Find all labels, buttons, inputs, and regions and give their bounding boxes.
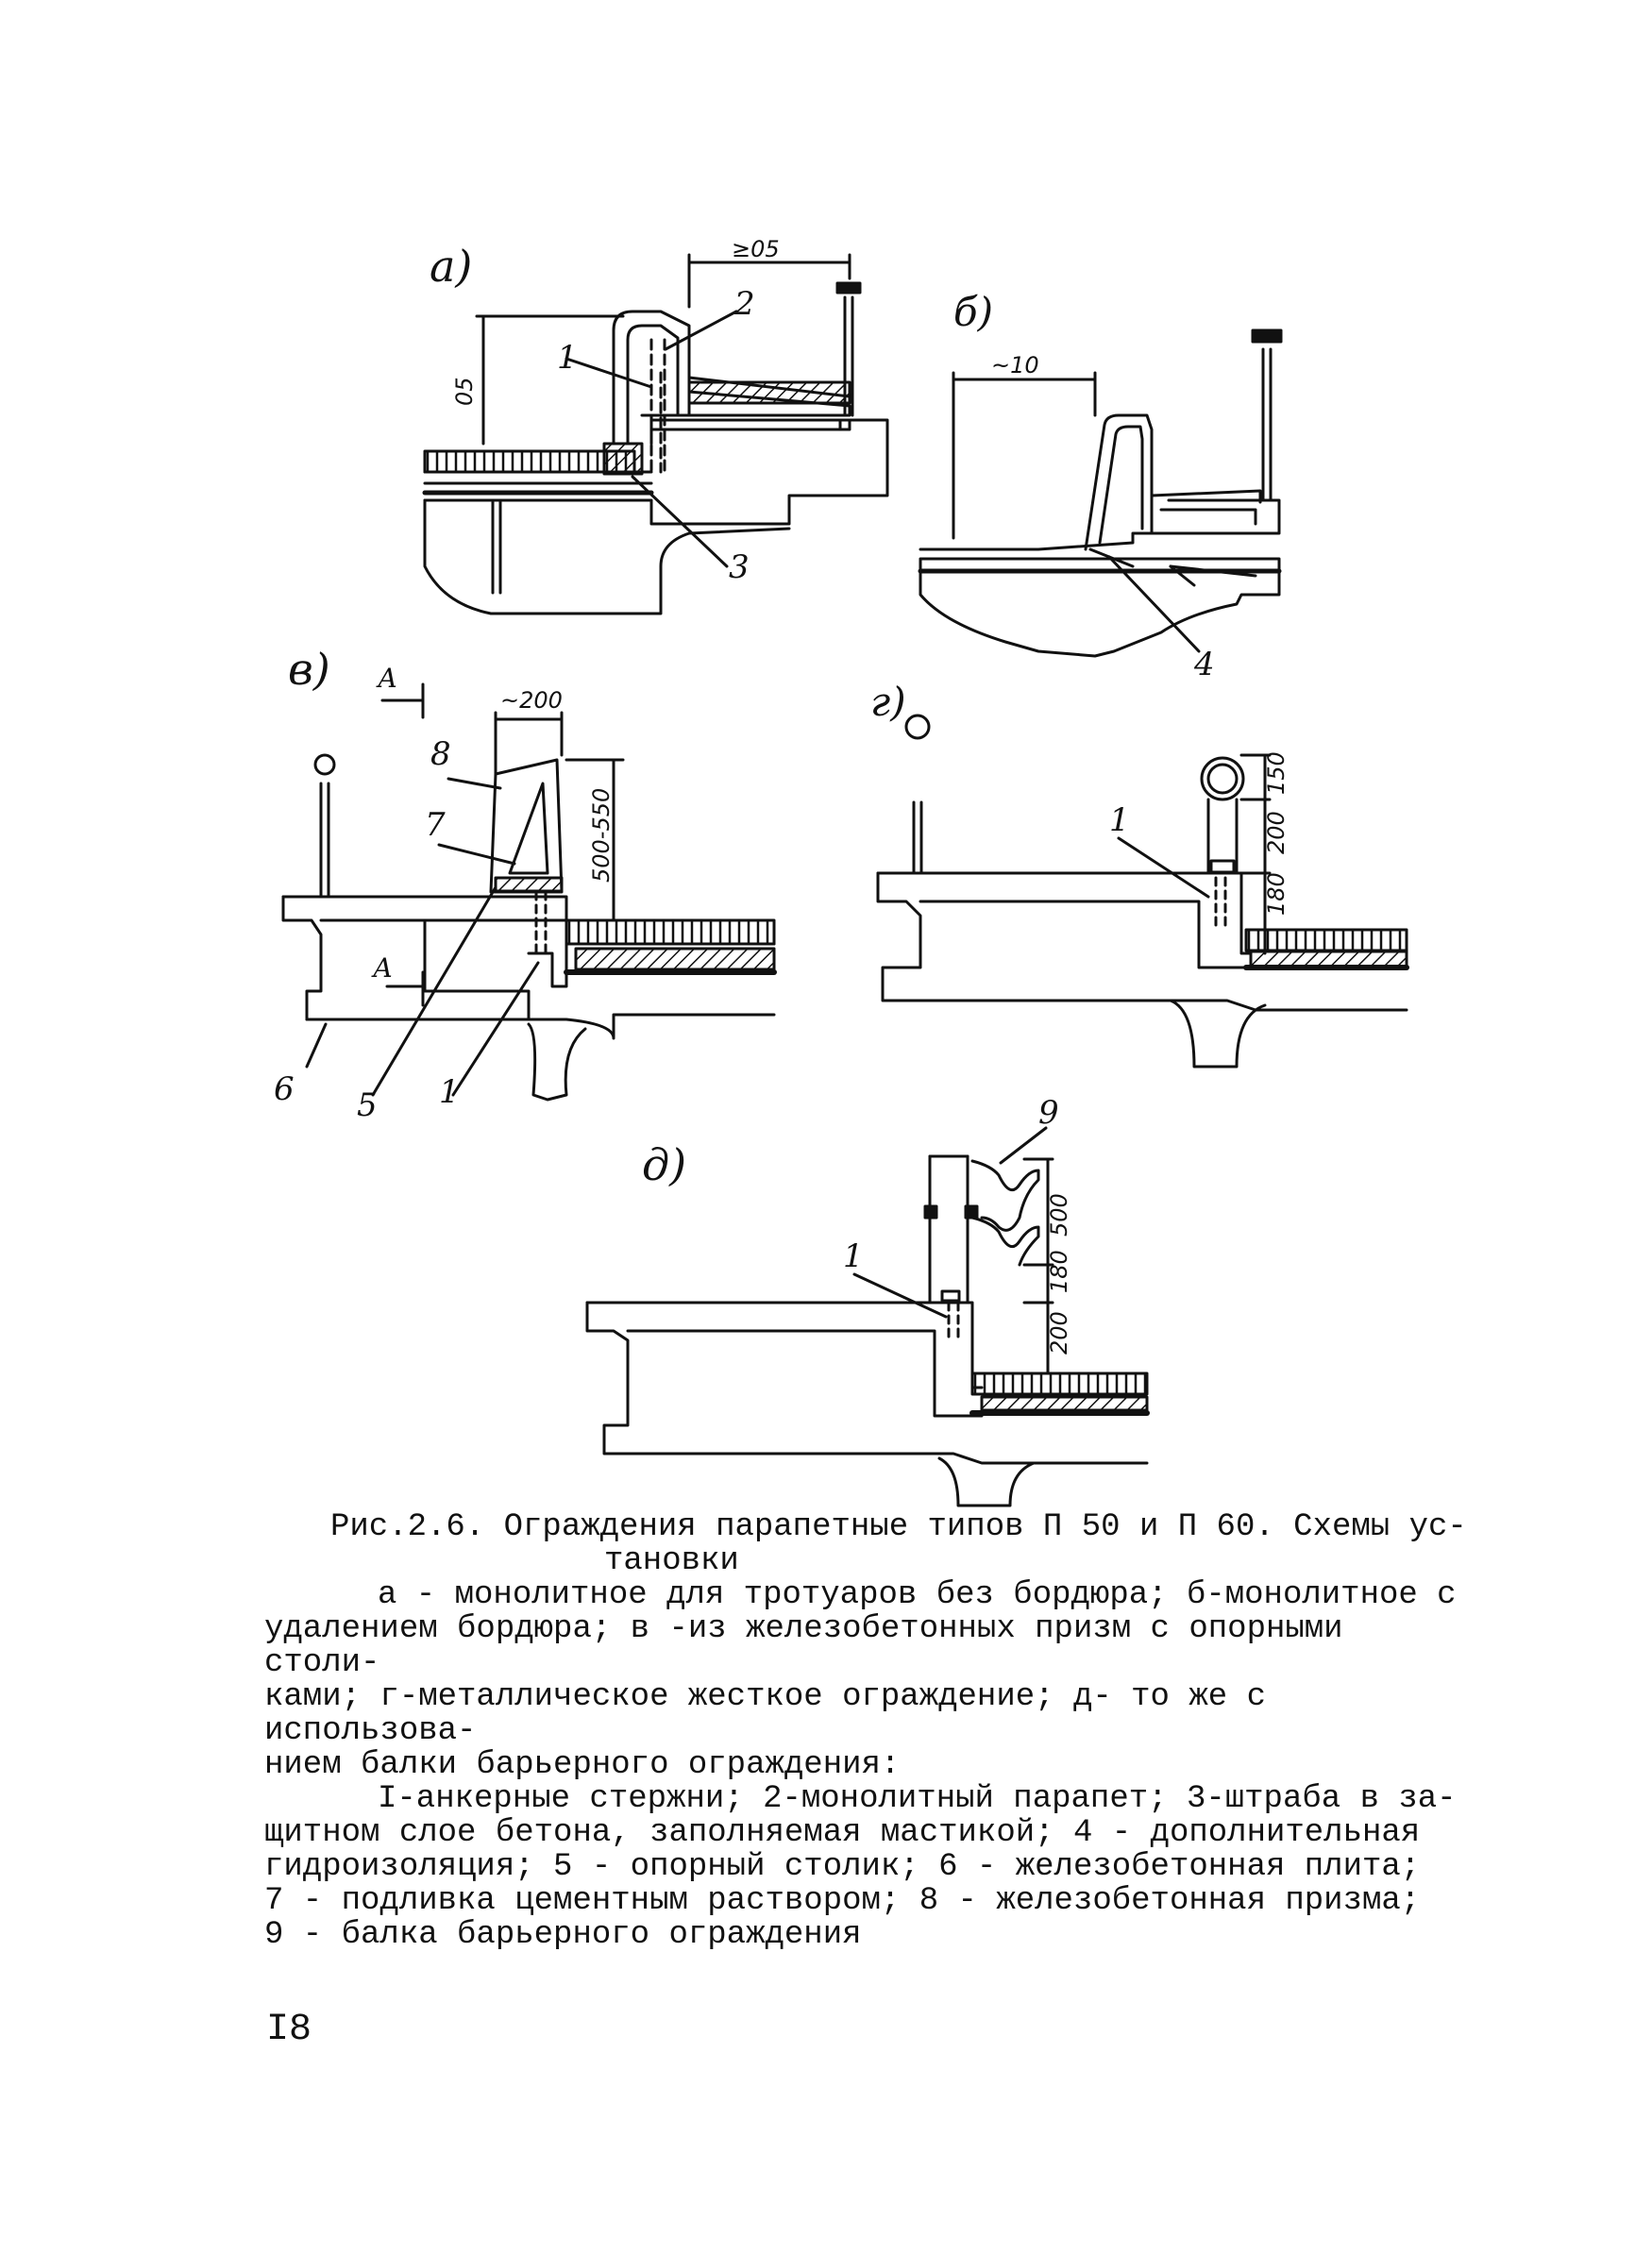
caption-para1-line-2: удалением бордюра; в -из железобетонных … (264, 1611, 1343, 1681)
dim-d-2: 180 (1046, 1250, 1072, 1293)
caption-para2-line-5: 9 - балка барьерного ограждения (264, 1917, 862, 1953)
callout-v-7: 7 (425, 806, 446, 844)
panel-g-drawing (876, 714, 1409, 1069)
dim-g-1: 150 (1263, 751, 1290, 795)
callout-v-1: 1 (439, 1073, 460, 1111)
caption-title-line-2: тановки (604, 1543, 739, 1579)
page-number: I8 (266, 2009, 312, 2051)
dim-g-2: 200 (1263, 811, 1290, 854)
dim-b-width: ~10 (991, 352, 1039, 379)
callout-v-8: 8 (430, 735, 451, 773)
panel-label-v: в) (288, 644, 330, 695)
caption-para2-line-1: I-анкерные стержни; 2-монолитный парапет… (378, 1781, 1457, 1817)
panel-d-drawing (585, 1126, 1150, 1507)
dim-v-height: 500-550 (588, 788, 615, 883)
caption-para1-line-4: нием балки барьерного ограждения: (264, 1747, 901, 1783)
caption-para2-line-4: 7 - подливка цементным раствором; 8 - же… (264, 1883, 1421, 1919)
caption-para1-line-1: а - монолитное для тротуаров без бордюра… (378, 1577, 1457, 1613)
panel-label-g: г) (870, 679, 906, 725)
callout-v-6: 6 (274, 1070, 295, 1108)
callout-g-1: 1 (1109, 801, 1130, 839)
section-mark-a-top: А (376, 663, 397, 694)
panel-a-drawing (422, 253, 889, 615)
callout-a-2: 2 (733, 285, 755, 323)
panel-v-drawing (281, 682, 777, 1102)
caption-title-line-1: Рис.2.6. Ограждения парапетные типов П 5… (330, 1509, 1467, 1545)
caption-para2-line-3: гидроизоляция; 5 - опорный столик; 6 - ж… (264, 1849, 1421, 1885)
callout-a-3: 3 (729, 548, 750, 586)
caption-para1-line-3: ками; г-металлическое жесткое ограждение… (264, 1679, 1266, 1749)
figure-drawings: а) б) в) г) д) ≥05 05 ~10 ~200 500-550 1… (274, 236, 1409, 1507)
callout-b-4: 4 (1193, 646, 1215, 683)
panel-label-d: д) (642, 1139, 686, 1190)
callout-v-5: 5 (357, 1086, 378, 1124)
dim-a-height: 05 (451, 377, 478, 406)
dim-d-3: 200 (1046, 1311, 1072, 1355)
callout-a-1: 1 (557, 339, 578, 377)
dim-g-3: 180 (1263, 872, 1290, 916)
dim-a-top: ≥05 (732, 236, 780, 262)
panel-label-b: б) (953, 289, 993, 335)
figure-caption: Рис.2.6. Ограждения парапетные типов П 5… (264, 1510, 1473, 1952)
dim-d-1: 500 (1046, 1193, 1072, 1237)
panel-b-drawing (918, 328, 1283, 658)
section-mark-a-bottom: А (371, 952, 393, 984)
callout-d-1: 1 (843, 1237, 864, 1275)
panel-label-a: а) (430, 241, 472, 292)
caption-para2-line-2: щитном слое бетона, заполняемая мастикой… (264, 1815, 1421, 1851)
dim-v-width: ~200 (500, 687, 563, 714)
callout-d-9: 9 (1038, 1094, 1059, 1132)
